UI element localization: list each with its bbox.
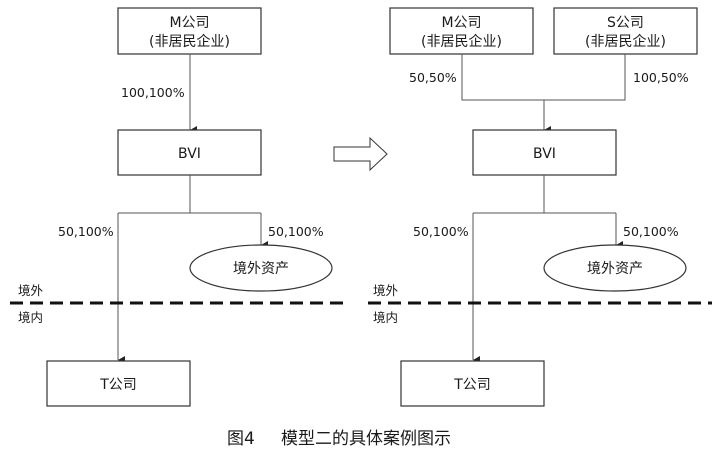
after-s-company-name: S公司 xyxy=(607,15,644,31)
after-s-company-node[interactable]: S公司 (非居民企业) xyxy=(553,7,698,55)
after-offshore-label: 境外 xyxy=(373,283,399,298)
before-t-company-box xyxy=(46,360,191,407)
caption-title: 模型二的具体案例图示 xyxy=(281,429,451,449)
before-m-company-note: (非居民企业) xyxy=(149,33,230,50)
after-s-company-box xyxy=(553,7,698,55)
after-m-company-node[interactable]: M公司 (非居民企业) xyxy=(389,7,534,55)
after-s-company-note: (非居民企业) xyxy=(585,33,666,50)
after-bvi-box xyxy=(472,129,617,176)
before-offshore-asset-ellipse xyxy=(189,244,333,292)
after-m-to-bvi-label: 50,50% xyxy=(409,70,457,85)
after-bvi-to-t-label: 50,100% xyxy=(413,224,469,239)
before-m-company-name: M公司 xyxy=(169,15,209,31)
after-onshore-label: 境内 xyxy=(373,310,398,325)
before-structure: M公司 (非居民企业) 100,100% BVI 50,100% 50,100%… xyxy=(10,7,345,407)
after-offshore-asset-name: 境外资产 xyxy=(587,261,643,277)
before-t-company-name: T公司 xyxy=(99,377,137,393)
caption-figure-number: 图4 xyxy=(227,429,255,449)
before-offshore-asset-node[interactable]: 境外资产 xyxy=(189,244,333,292)
after-offshore-asset-ellipse xyxy=(543,244,687,292)
before-m-to-bvi-label: 100,100% xyxy=(121,85,185,100)
after-bvi-node[interactable]: BVI xyxy=(472,129,617,176)
after-bvi-name: BVI xyxy=(533,146,556,162)
before-onshore-label: 境内 xyxy=(18,310,43,325)
after-t-company-node[interactable]: T公司 xyxy=(400,360,545,407)
before-bvi-to-t-label: 50,100% xyxy=(58,224,114,239)
after-s-to-bvi-label: 100,50% xyxy=(633,70,689,85)
before-bvi-box xyxy=(117,129,262,176)
before-t-company-node[interactable]: T公司 xyxy=(46,360,191,407)
after-m-company-box xyxy=(389,7,534,55)
right-arrow-outline-icon xyxy=(333,136,388,172)
before-m-company-node[interactable]: M公司 (非居民企业) xyxy=(117,7,262,55)
figure-caption: 图4 模型二的具体案例图示 xyxy=(227,429,451,449)
after-bvi-to-asset-label: 50,100% xyxy=(623,224,679,239)
after-m-company-note: (非居民企业) xyxy=(421,33,502,50)
after-parents-merge-edge xyxy=(461,54,626,101)
after-structure: M公司 (非居民企业) S公司 (非居民企业) 50,50% 100,50% B… xyxy=(368,7,712,407)
before-bvi-node[interactable]: BVI xyxy=(117,129,262,176)
before-bvi-name: BVI xyxy=(178,146,201,162)
after-t-company-box xyxy=(400,360,545,407)
before-offshore-asset-name: 境外资产 xyxy=(233,261,289,277)
before-bvi-to-asset-label: 50,100% xyxy=(268,224,324,239)
after-m-company-name: M公司 xyxy=(441,15,481,31)
after-offshore-asset-node[interactable]: 境外资产 xyxy=(543,244,687,292)
before-m-company-box xyxy=(117,7,262,55)
after-t-company-name: T公司 xyxy=(453,377,491,393)
before-offshore-label: 境外 xyxy=(18,283,44,298)
